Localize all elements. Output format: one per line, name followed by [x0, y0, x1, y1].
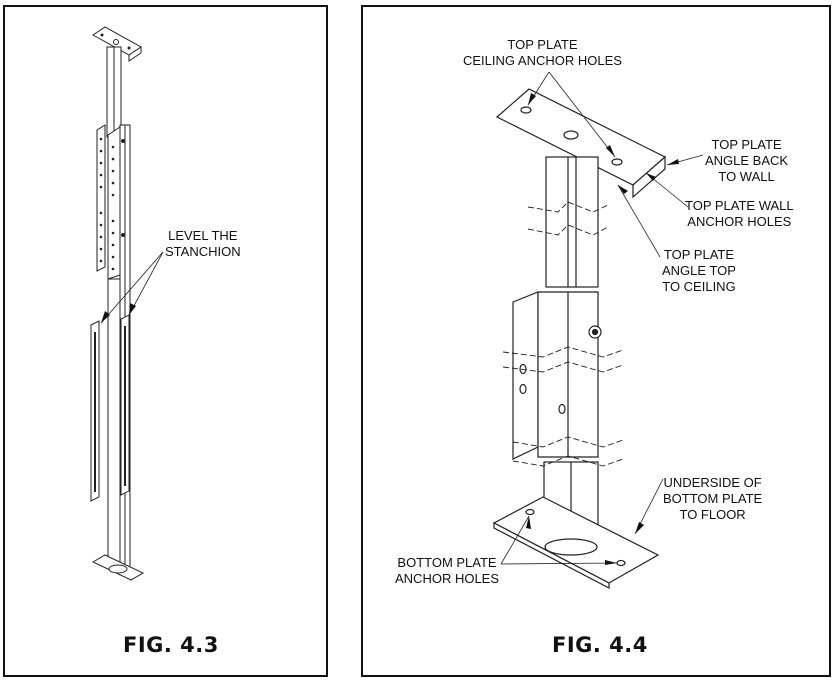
callout-bottom-plate-anchor-holes: BOTTOM PLATE ANCHOR HOLES [395, 555, 500, 586]
break-line [512, 455, 624, 467]
side-bracket [512, 291, 539, 460]
top-plate-hole [113, 39, 119, 45]
break-line [527, 201, 609, 213]
figure-4-4-panel: TOP PLATE CEILING ANCHOR HOLES TOP PLATE… [361, 5, 831, 677]
callout-top-plate-ceiling-anchor-holes: TOP PLATE CEILING ANCHOR HOLES [463, 37, 622, 68]
arrowhead [605, 560, 617, 565]
leader-line [128, 251, 164, 316]
leader-line [500, 562, 618, 565]
break-line [512, 436, 624, 448]
arrowhead [129, 303, 136, 315]
callout-top-plate-wall-anchor-holes: TOP PLATE WALL ANCHOR HOLES [685, 198, 794, 229]
ceiling-anchor-hole [611, 158, 623, 166]
arrowhead [635, 522, 644, 534]
callout-level-the-stanchion: LEVEL THE STANCHION [165, 228, 241, 259]
upper-bracket-left [96, 124, 106, 272]
arrowhead [101, 311, 110, 323]
break-line [527, 224, 609, 236]
callout-top-plate-angle-back-to-wall: TOP PLATE ANGLE BACK TO WALL [705, 137, 789, 184]
arrowhead [646, 173, 656, 181]
leader-line [500, 515, 530, 565]
break-line [502, 346, 624, 358]
arrowhead [528, 93, 536, 105]
leader-line [548, 71, 616, 158]
stanchion-full-drawing [90, 26, 164, 581]
leader-line [100, 251, 164, 324]
arrowhead [606, 145, 615, 157]
figure-title-4-3: FIG. 4.3 [123, 633, 219, 657]
bottom-anchor-hole [616, 559, 626, 567]
arrowhead [526, 516, 531, 529]
arrowhead [667, 159, 679, 165]
stanchion-detail-drawing [492, 71, 704, 589]
ceiling-anchor-hole [520, 106, 532, 114]
upper-tube [545, 156, 599, 288]
callout-underside-of-bottom-plate: UNDERSIDE OF BOTTOM PLATE TO FLOOR [663, 475, 763, 522]
arrowhead [618, 185, 628, 194]
figure-4-3-panel: LEVEL THE STANCHION FIG. 4.3 [3, 5, 328, 677]
figure-title-4-4: FIG. 4.4 [552, 633, 648, 657]
bottom-anchor-hole [525, 508, 535, 516]
callout-top-plate-angle-top-to-ceiling: TOP PLATE ANGLE TOP TO CEILING [662, 247, 736, 294]
leader-line [617, 184, 661, 258]
break-line [502, 361, 624, 373]
